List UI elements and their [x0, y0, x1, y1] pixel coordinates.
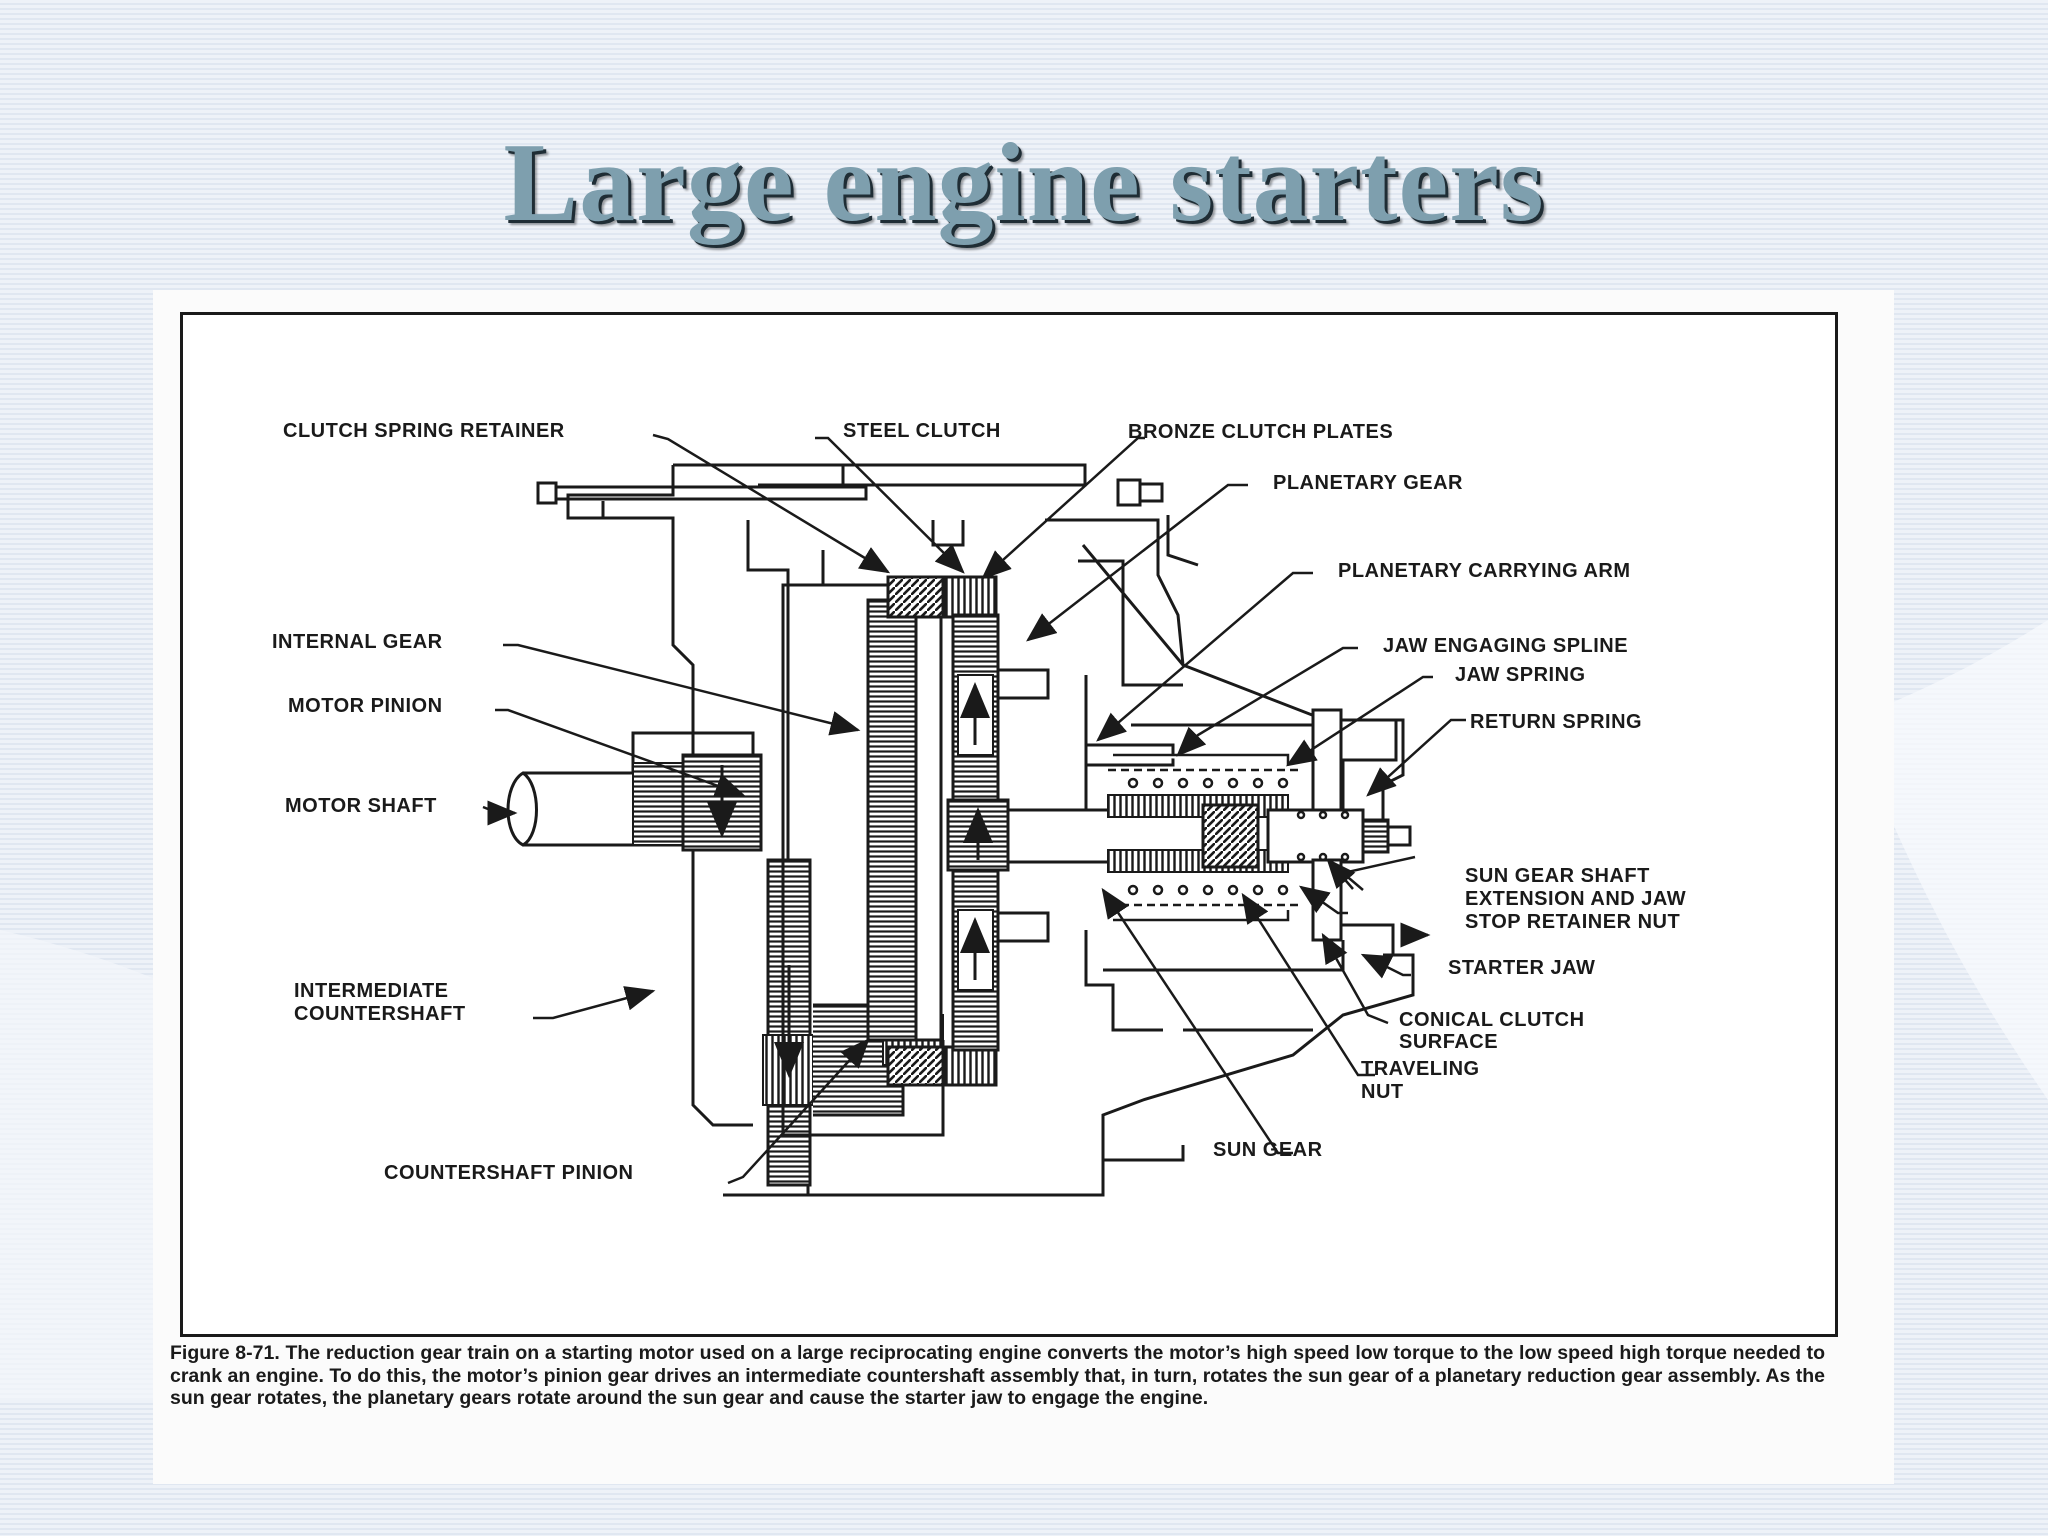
label-starter-jaw: STARTER JAW — [1448, 957, 1595, 979]
starter-diagram: CLUTCH SPRING RETAINER STEEL CLUTCH BRON… — [272, 420, 1686, 1197]
diagram-frame: CLUTCH SPRING RETAINER STEEL CLUTCH BRON… — [180, 312, 1838, 1337]
label-sun-gear-shaft-3: STOP RETAINER NUT — [1465, 911, 1680, 933]
label-sun-gear-shaft-2: EXTENSION AND JAW — [1465, 888, 1686, 910]
label-motor-shaft: MOTOR SHAFT — [285, 795, 437, 817]
figure-caption: Figure 8-71. The reduction gear train on… — [170, 1342, 1825, 1409]
label-intermediate-countershaft-2: COUNTERSHAFT — [294, 1003, 466, 1025]
label-jaw-engaging-spline: JAW ENGAGING SPLINE — [1383, 635, 1628, 657]
leader-lines — [482, 433, 1466, 1185]
label-countershaft-pinion: COUNTERSHAFT PINION — [384, 1162, 634, 1184]
label-planetary-carrying-arm: PLANETARY CARRYING ARM — [1338, 560, 1630, 582]
label-jaw-spring: JAW SPRING — [1455, 664, 1586, 686]
clutch-pack — [886, 575, 998, 1087]
part-labels: CLUTCH SPRING RETAINER STEEL CLUTCH BRON… — [272, 420, 1686, 1184]
label-sun-gear-shaft-1: SUN GEAR SHAFT — [1465, 865, 1650, 887]
label-steel-clutch: STEEL CLUTCH — [843, 420, 1001, 442]
label-clutch-spring-retainer: CLUTCH SPRING RETAINER — [283, 420, 565, 442]
planetary-gears — [946, 613, 1050, 1052]
label-sun-gear: SUN GEAR — [1213, 1139, 1323, 1161]
label-return-spring: RETURN SPRING — [1470, 711, 1642, 733]
slide-title: Large engine starters — [503, 121, 1545, 245]
label-planetary-gear: PLANETARY GEAR — [1273, 472, 1463, 494]
label-conical-clutch-surface-1: CONICAL CLUTCH — [1399, 1009, 1585, 1031]
label-traveling-nut-2: NUT — [1361, 1081, 1404, 1103]
label-conical-clutch-surface-2: SURFACE — [1399, 1031, 1498, 1053]
label-traveling-nut-1: TRAVELING — [1361, 1058, 1480, 1080]
sun-gear-shaft — [1006, 794, 1412, 873]
label-bronze-clutch-plates: BRONZE CLUTCH PLATES — [1128, 421, 1393, 443]
motor-pinion — [681, 753, 763, 852]
label-internal-gear: INTERNAL GEAR — [272, 631, 443, 653]
label-intermediate-countershaft-1: INTERMEDIATE — [294, 980, 449, 1002]
label-motor-pinion: MOTOR PINION — [288, 695, 443, 717]
